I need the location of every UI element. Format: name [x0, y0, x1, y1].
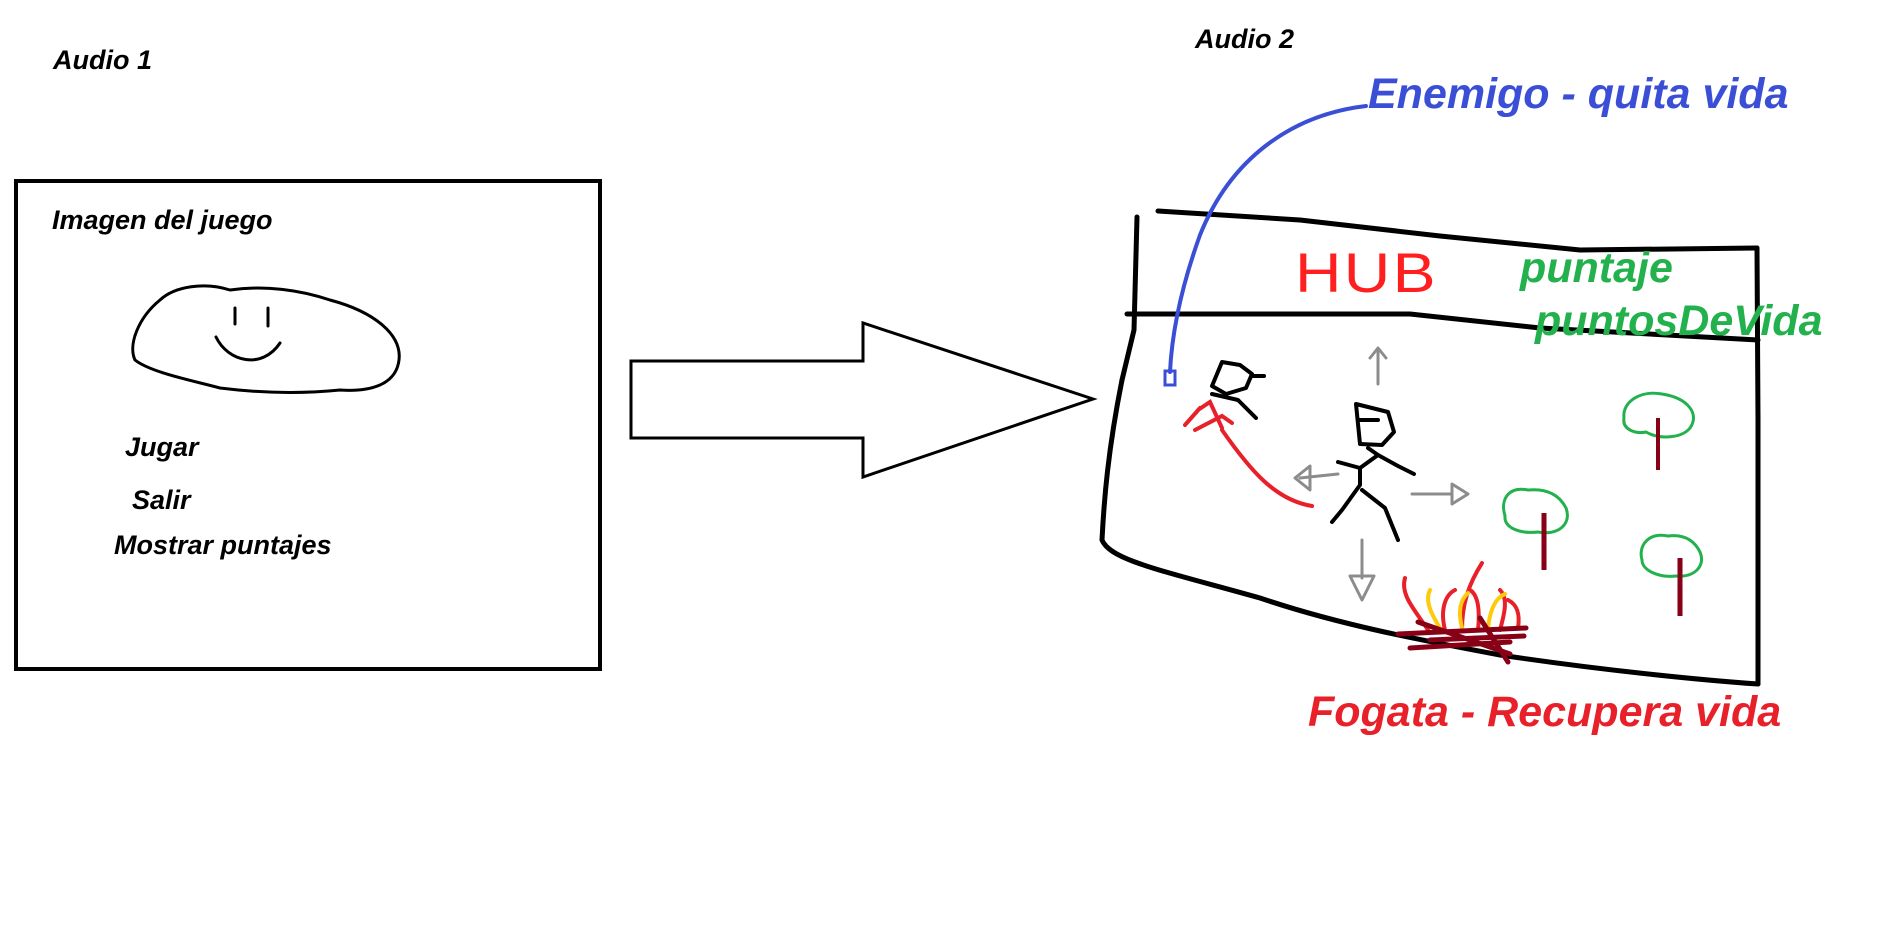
enemy-label: Enemigo - quita vida: [1368, 70, 1789, 118]
smiley-face-blob-icon: [131, 284, 401, 394]
tree-icon: [1502, 487, 1569, 570]
enemy-icon: [1210, 360, 1266, 420]
enemy-attack-trail: [1183, 399, 1314, 508]
hud-score-label: puntaje: [1520, 244, 1673, 292]
start-screen-frame: [14, 179, 602, 671]
menu-item-jugar[interactable]: Jugar: [125, 432, 199, 462]
enemy-pointer-marker: [1163, 369, 1177, 387]
hud-label: HUB: [1295, 241, 1438, 304]
game-image-label: Imagen del juego: [52, 205, 273, 235]
audio-1-label: Audio 1: [53, 45, 152, 75]
menu-item-mostrar-puntajes[interactable]: Mostrar puntajes: [114, 530, 332, 560]
campfire-label: Fogata - Recupera vida: [1308, 688, 1782, 736]
tree-icon: [1639, 533, 1703, 616]
game-screen-frame: [1099, 208, 1761, 687]
audio-2-label: Audio 2: [1195, 24, 1294, 54]
right-arrow-icon: [629, 320, 1098, 480]
movement-arrows-icon: [1293, 346, 1470, 602]
campfire-icon: [1395, 561, 1529, 665]
menu-item-salir[interactable]: Salir: [132, 485, 191, 515]
player-icon: [1330, 402, 1416, 542]
enemy-pointer-line: [1168, 104, 1368, 374]
hud-health-label: puntosDeVida: [1535, 297, 1823, 345]
tree-icon: [1622, 391, 1695, 470]
